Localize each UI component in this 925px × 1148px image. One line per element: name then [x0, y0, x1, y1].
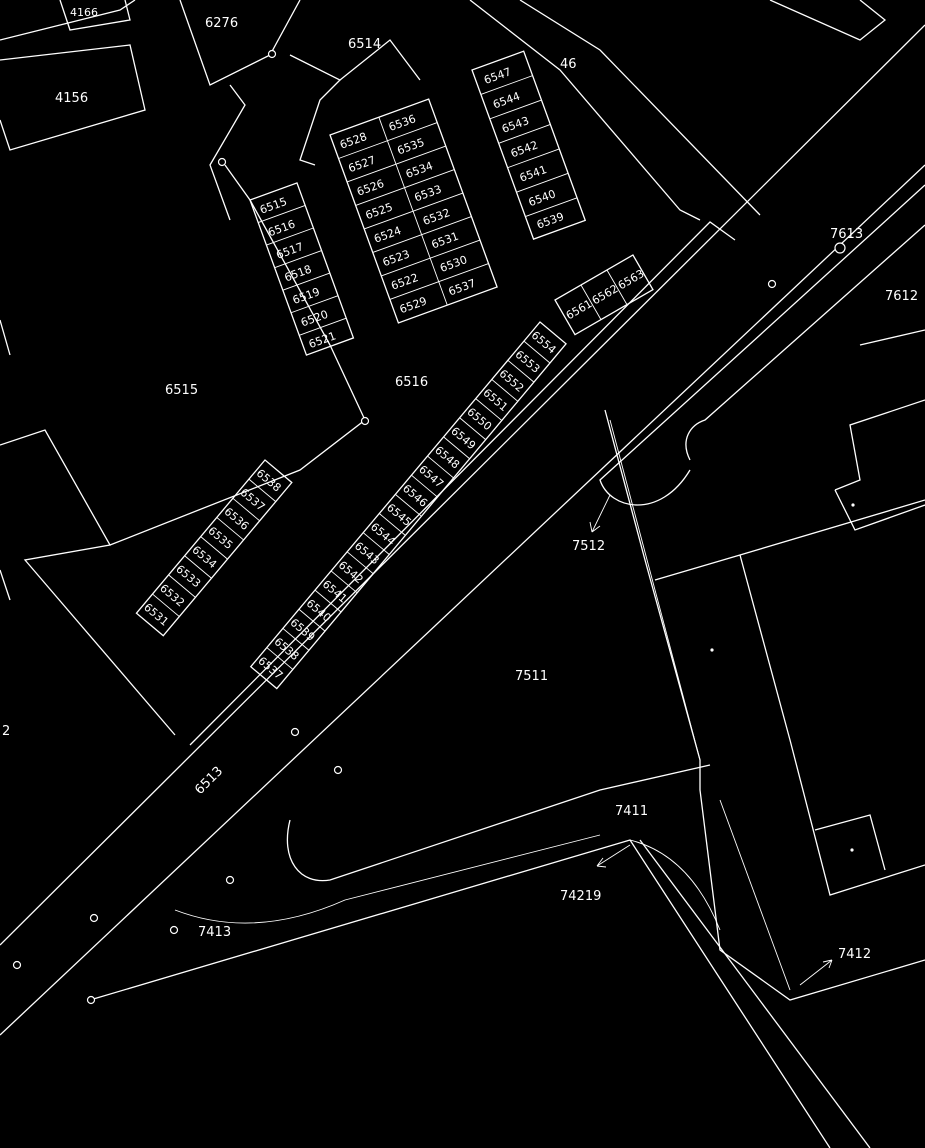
unit-label: 6544 [491, 90, 522, 112]
unit-label: 6537 [238, 486, 268, 514]
survey-point-icon [851, 503, 855, 507]
unit-label: 6525 [364, 200, 395, 222]
parcels-left [0, 164, 366, 736]
unit-label: 6552 [497, 367, 527, 395]
survey-point-icon [333, 765, 343, 775]
parcels-top-left [0, 0, 887, 221]
parcel-label: 6276 [205, 16, 238, 31]
unit-label: 6561 [564, 297, 595, 322]
unit-label: 6553 [513, 348, 543, 376]
units-row-a: 6515 6516 6517 6518 6519 6520 6521 [249, 182, 355, 356]
survey-point-icon [360, 416, 370, 426]
parcel-label: 74219 [560, 889, 601, 904]
unit-label: 6523 [381, 247, 412, 269]
parcel-label: 46 [560, 57, 577, 72]
unit-label: 6537 [255, 654, 285, 682]
survey-point-icon [290, 727, 300, 737]
unit-label: 6544 [368, 520, 398, 548]
unit-label: 6534 [404, 159, 435, 181]
survey-point-icon [267, 49, 277, 59]
parcel-label: 7512 [572, 539, 605, 554]
unit-label: 6547 [482, 65, 513, 87]
unit-label: 6533 [413, 183, 444, 205]
unit-label: 6524 [372, 224, 403, 246]
parcel-label: 7412 [838, 947, 871, 962]
arrows [589, 494, 833, 986]
unit-label: 6530 [438, 253, 469, 275]
unit-label: 6541 [518, 163, 549, 185]
survey-points [12, 49, 855, 1005]
unit-label: 6535 [395, 136, 426, 158]
survey-point-icon [834, 242, 846, 254]
parcel-label: 7613 [830, 227, 863, 242]
unit-label: 6539 [535, 210, 566, 232]
arrow-icon [589, 494, 611, 533]
unit-label: 6546 [400, 482, 430, 510]
units-row-b: 6528 6527 6526 6525 6524 6523 6522 6529 … [329, 98, 498, 324]
survey-point-icon [86, 995, 96, 1005]
unit-label: 6543 [352, 539, 382, 567]
unit-label: 6554 [529, 329, 559, 357]
parcel-label: 6516 [395, 375, 428, 390]
parcel-label: 2 [2, 724, 10, 739]
unit-label: 6538 [254, 467, 284, 495]
unit-label: 6526 [355, 177, 386, 199]
survey-point-icon [710, 648, 714, 652]
unit-label: 6540 [304, 597, 334, 625]
unit-label: 6550 [464, 405, 494, 433]
parcel-label: 7411 [615, 804, 648, 819]
unit-label: 6547 [416, 463, 446, 491]
unit-label: 6531 [141, 601, 171, 629]
arrow-icon [799, 959, 833, 986]
parcel-label: 6514 [348, 37, 381, 52]
curved-road-right [599, 184, 925, 506]
unit-label: 6562 [590, 282, 621, 307]
survey-point-icon [225, 875, 235, 885]
parcel-labels: 4156 4166 6276 6514 46 6515 6516 7613 76… [2, 6, 918, 962]
parcel-label: 4156 [55, 91, 88, 106]
unit-label: 6532 [157, 582, 187, 610]
parcel-label: 7511 [515, 669, 548, 684]
survey-point-icon [12, 960, 22, 970]
parcel-label: 6513 [192, 764, 226, 798]
survey-point-icon [850, 848, 854, 852]
unit-label: 6536 [387, 112, 418, 134]
unit-label: 6540 [527, 187, 558, 209]
unit-label: 6531 [430, 230, 461, 252]
unit-label: 6532 [421, 206, 452, 228]
parcel-label: 7413 [198, 925, 231, 940]
unit-label: 6537 [447, 277, 478, 299]
unit-label: 6539 [288, 616, 318, 644]
arrow-icon [596, 844, 631, 868]
unit-label: 6534 [189, 543, 219, 571]
survey-point-icon [169, 925, 179, 935]
side-road [89, 764, 871, 1148]
parcel-label: 7612 [885, 289, 918, 304]
survey-point-icon [767, 279, 777, 289]
main-road [0, 24, 925, 1036]
unit-label: 6542 [509, 139, 540, 161]
unit-label: 6521 [307, 329, 338, 351]
unit-label: 6549 [448, 424, 478, 452]
unit-label: 6527 [347, 153, 378, 175]
unit-label: 6551 [480, 386, 510, 414]
unit-label: 6543 [500, 114, 531, 136]
survey-point-icon [89, 913, 99, 923]
unit-label: 6563 [616, 267, 647, 292]
unit-label: 6548 [432, 444, 462, 472]
buildings-right [604, 329, 925, 1001]
unit-label: 6528 [338, 130, 369, 152]
unit-label: 6536 [222, 505, 252, 533]
unit-label: 6535 [205, 524, 235, 552]
parcel-label: 6515 [165, 383, 198, 398]
unit-label: 6522 [389, 271, 420, 293]
units-row-d: 6538 6537 6536 6535 6534 6533 6532 6531 [135, 459, 293, 637]
unit-label: 6529 [398, 294, 429, 316]
parcel-label: 4166 [70, 6, 98, 19]
unit-label: 6533 [173, 562, 203, 590]
unit-label: 6542 [336, 558, 366, 586]
survey-point-icon [217, 157, 227, 167]
